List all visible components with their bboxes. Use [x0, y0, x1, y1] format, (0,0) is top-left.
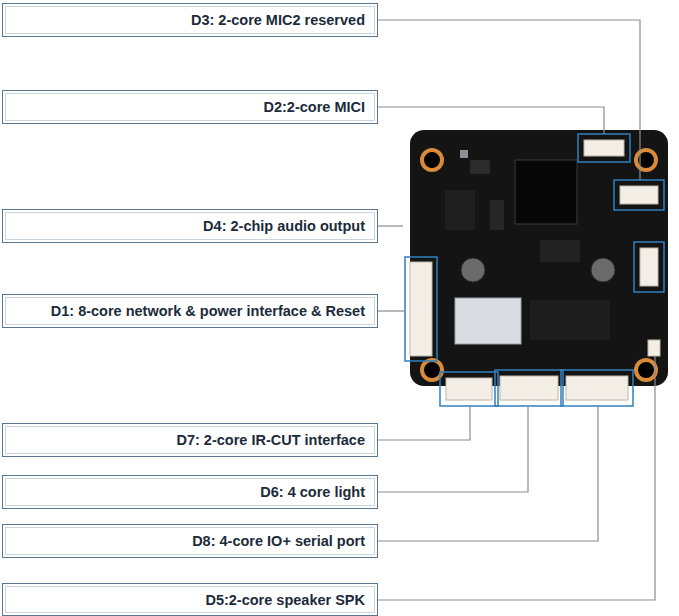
callout-label: D2:2-core MICI — [263, 99, 365, 115]
callout-box: D2:2-core MICI — [2, 90, 378, 124]
highlight-box — [614, 180, 664, 210]
highlight-box — [634, 242, 664, 292]
highlight-box — [440, 372, 498, 406]
connectors — [410, 140, 660, 400]
callout-box: D6: 4 core light — [2, 475, 378, 509]
component — [540, 240, 580, 262]
leader-line — [378, 406, 528, 492]
leader-line — [378, 356, 655, 600]
shield — [455, 298, 521, 344]
leader-line — [378, 310, 405, 311]
connector — [620, 186, 658, 204]
mounting-hole — [636, 360, 656, 380]
connector — [446, 378, 492, 400]
connector — [640, 248, 658, 286]
leader-lines — [378, 20, 655, 600]
leader-line — [378, 225, 403, 226]
leader-line — [378, 107, 604, 134]
component — [445, 190, 475, 230]
screw — [591, 258, 615, 282]
component — [530, 300, 610, 340]
mounting-hole — [422, 150, 442, 170]
callout-box: D4: 2-chip audio output — [2, 209, 378, 243]
connector — [566, 376, 628, 400]
mounting-hole — [422, 360, 442, 380]
highlight-box — [578, 134, 630, 162]
connector — [648, 340, 660, 356]
callout-box: D7: 2-core IR-CUT interface — [2, 423, 378, 457]
mounting-hole — [636, 150, 656, 170]
component — [460, 150, 468, 158]
callout-box: D5:2-core speaker SPK — [2, 583, 378, 616]
callout-label: D8: 4-core IO+ serial port — [192, 533, 365, 549]
callout-label: D7: 2-core IR-CUT interface — [176, 432, 365, 448]
pcb — [410, 130, 668, 386]
highlight-box — [405, 257, 437, 361]
highlight-box — [495, 370, 563, 406]
callout-label: D3: 2-core MIC2 reserved — [191, 12, 365, 28]
pcb-board — [410, 130, 668, 386]
connector — [410, 262, 432, 356]
callout-label: D6: 4 core light — [260, 484, 365, 500]
highlight-box — [561, 370, 633, 406]
connector — [500, 376, 558, 400]
connector — [584, 140, 624, 156]
callout-box: D8: 4-core IO+ serial port — [2, 524, 378, 558]
callout-box: D1: 8-core network & power interface & R… — [2, 294, 378, 328]
leader-line — [378, 20, 640, 180]
callout-label: D4: 2-chip audio output — [203, 218, 365, 234]
highlights — [405, 134, 664, 406]
component — [470, 160, 490, 174]
main-chip — [515, 160, 577, 224]
component — [490, 200, 504, 230]
leader-line — [378, 406, 598, 541]
callout-label: D5:2-core speaker SPK — [205, 592, 365, 608]
leader-line — [378, 406, 470, 440]
screw — [461, 258, 485, 282]
callout-label: D1: 8-core network & power interface & R… — [51, 303, 365, 319]
callout-box: D3: 2-core MIC2 reserved — [2, 3, 378, 37]
